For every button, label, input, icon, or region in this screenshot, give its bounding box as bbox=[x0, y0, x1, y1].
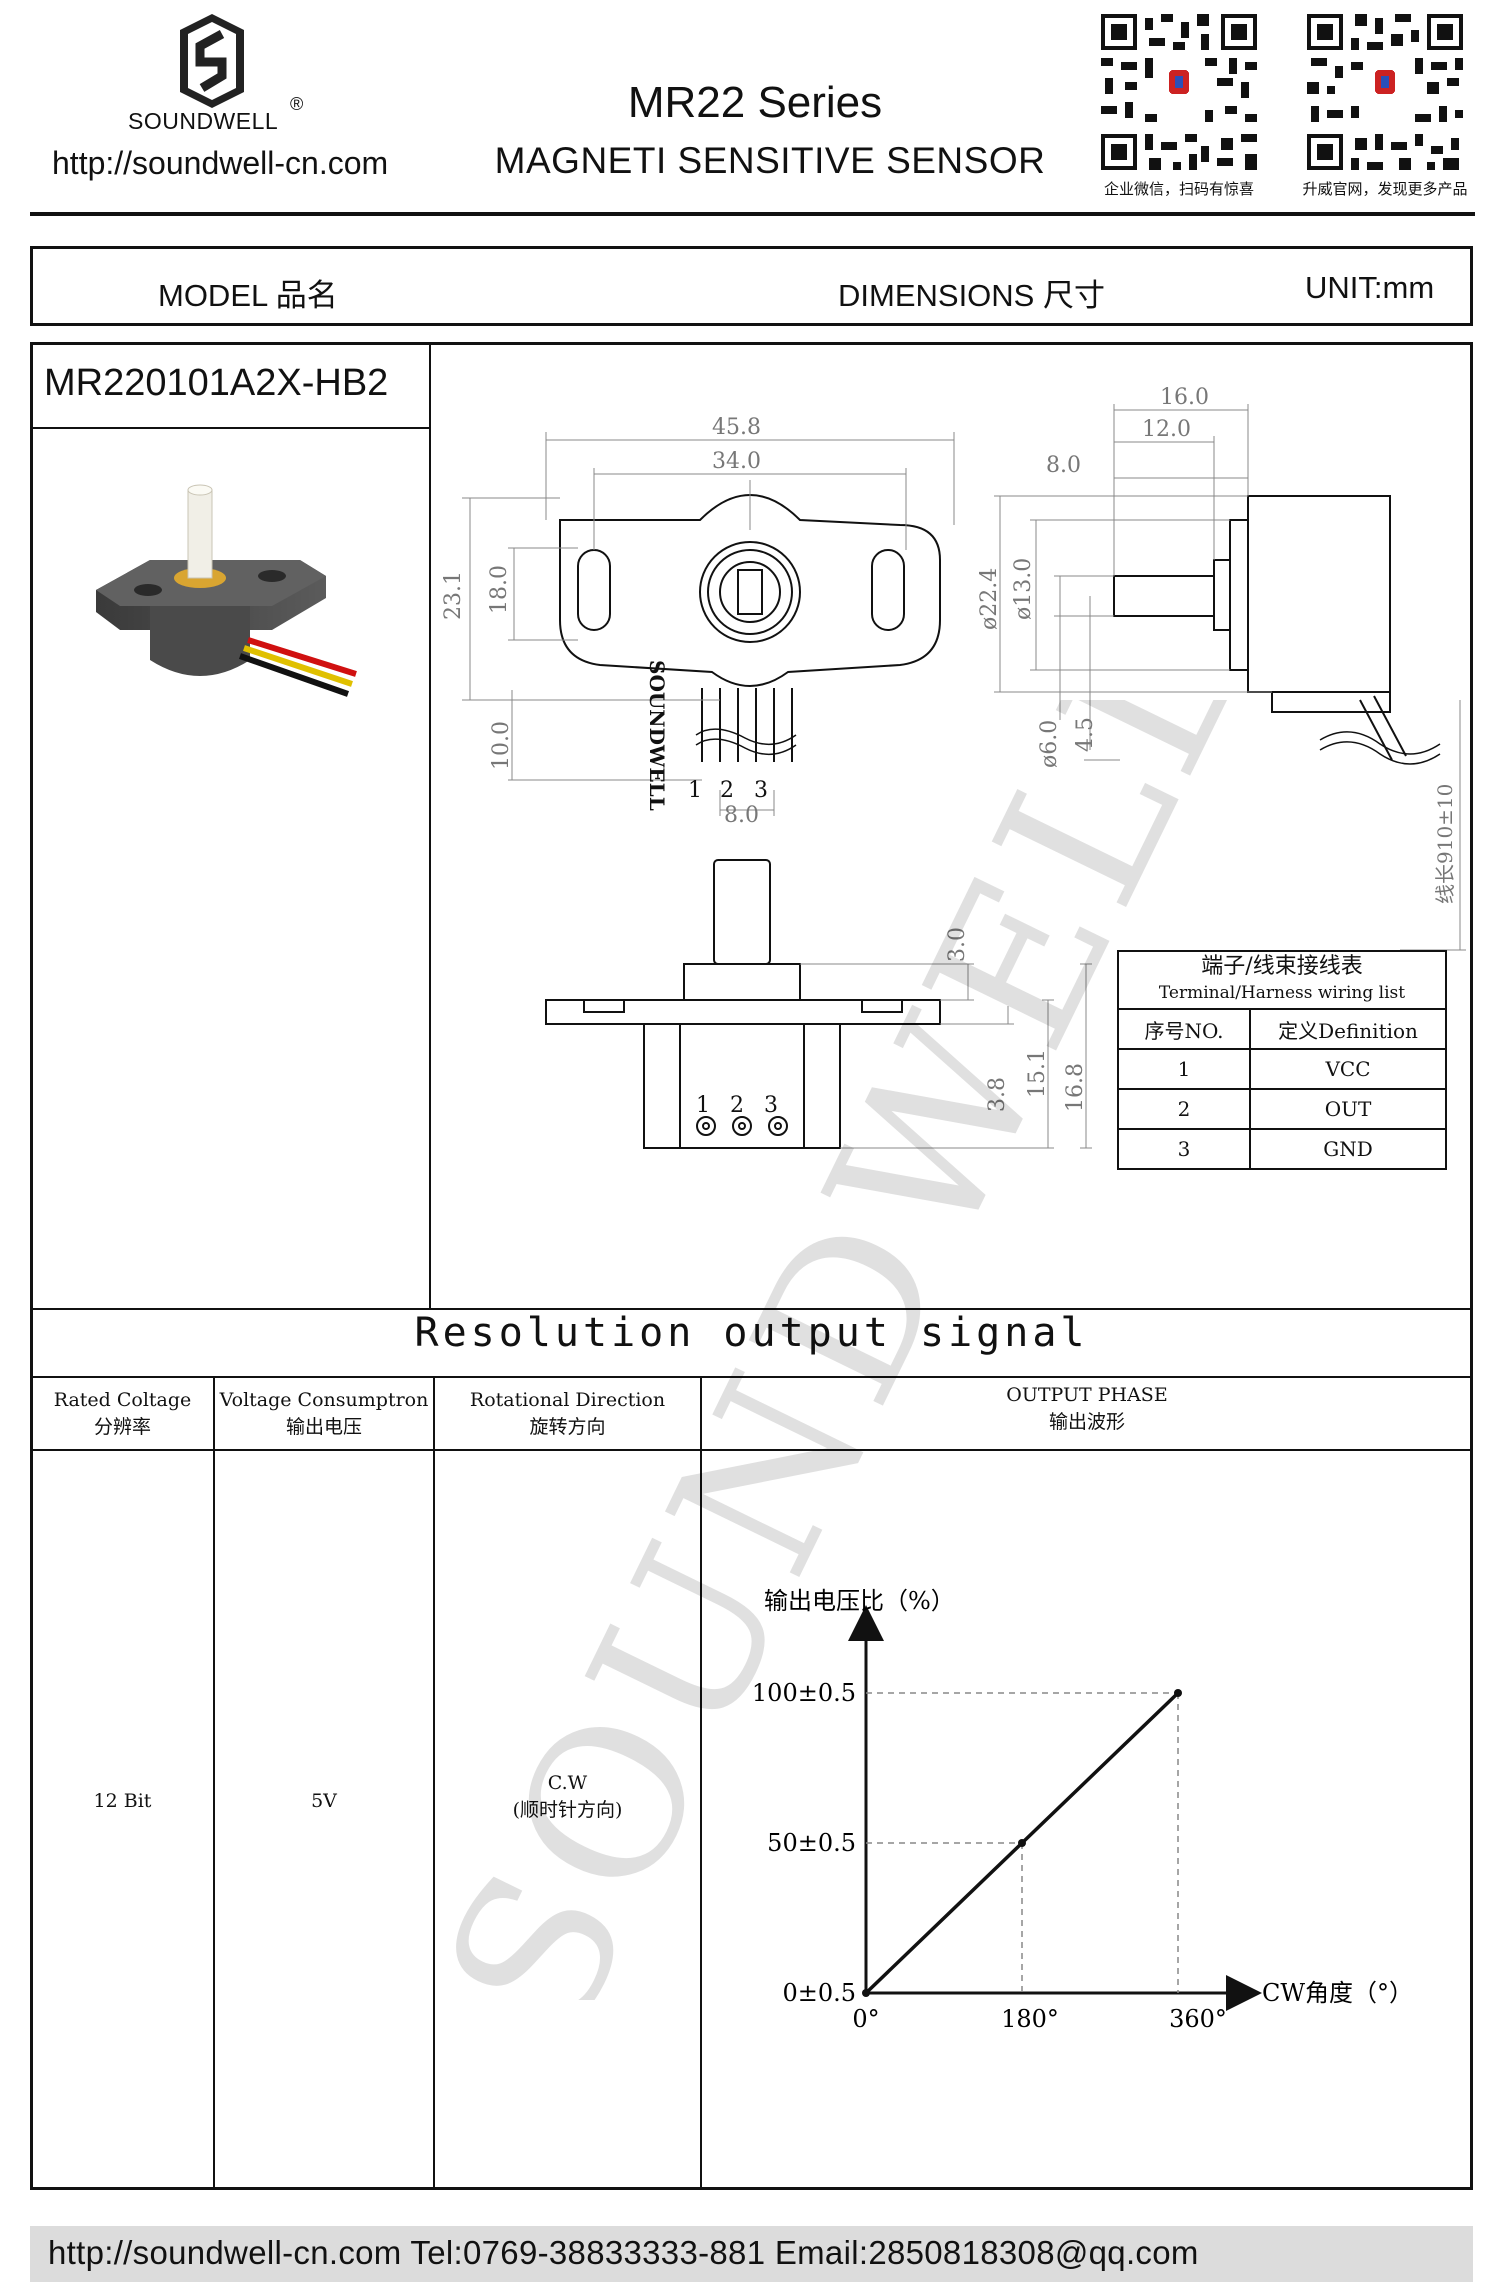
series-title: MR22 Series bbox=[627, 78, 883, 127]
svg-text:10.0: 10.0 bbox=[489, 721, 514, 770]
data-point bbox=[862, 1989, 870, 1997]
svg-text:线长910±10: 线长910±10 bbox=[1433, 784, 1457, 904]
y-tick-label: 0±0.5 bbox=[782, 1979, 856, 2007]
soundwell-logo-icon bbox=[180, 14, 244, 108]
wiring-col-no: 序号NO. bbox=[1117, 1008, 1251, 1050]
svg-text:23.1: 23.1 bbox=[441, 571, 466, 620]
svg-text:8.0: 8.0 bbox=[724, 803, 759, 828]
x-tick-label: 180° bbox=[1001, 2005, 1059, 2033]
x-tick-label: 0° bbox=[852, 2005, 879, 2033]
y-tick-label: 50±0.5 bbox=[767, 1829, 856, 1857]
qr-caption-website: 升威官网，发现更多产品 bbox=[1302, 181, 1468, 198]
model-name-underline bbox=[30, 427, 430, 429]
side-view bbox=[1113, 495, 1441, 765]
value-voltage: 5V bbox=[311, 1790, 337, 1812]
data-point bbox=[1174, 1689, 1182, 1697]
drawing-section-bottom bbox=[30, 1308, 1473, 1310]
svg-text:45.8: 45.8 bbox=[712, 415, 761, 440]
svg-text:4.5: 4.5 bbox=[1073, 717, 1098, 752]
svg-text:ø13.0: ø13.0 bbox=[1011, 558, 1036, 620]
y-axis-label: 输出电压比（%） bbox=[764, 1587, 955, 1615]
svg-text:34.0: 34.0 bbox=[712, 449, 761, 474]
qr-caption-wechat: 企业微信，扫码有惊喜 bbox=[1103, 181, 1254, 198]
qr-code-wechat-icon[interactable] bbox=[1097, 10, 1261, 174]
svg-text:SOUNDWELL: SOUNDWELL bbox=[420, 700, 1293, 2000]
series-subtitle: MAGNETI SENSITIVE SENSOR bbox=[494, 140, 1046, 181]
front-view bbox=[545, 859, 941, 1149]
dimensions-label: DIMENSIONS 尺寸 bbox=[838, 278, 1105, 313]
model-name: MR220101A2X-HB2 bbox=[44, 362, 389, 404]
svg-text:12.0: 12.0 bbox=[1142, 417, 1191, 442]
svg-text:ø22.4: ø22.4 bbox=[977, 568, 1002, 630]
wiring-col-def: 定义Definition bbox=[1249, 1008, 1447, 1050]
svg-text:16.0: 16.0 bbox=[1160, 385, 1209, 410]
col-divider-3 bbox=[700, 1376, 702, 2188]
left-column-divider bbox=[429, 342, 431, 1310]
svg-text:SOUNDWELL: SOUNDWELL bbox=[645, 660, 669, 811]
svg-text:3: 3 bbox=[764, 1093, 778, 1118]
side-view-dims: 16.0 12.0 8.0 ø22.4 ø13.0 ø6.0 4.5 线长910… bbox=[977, 385, 1457, 904]
svg-text:15.1: 15.1 bbox=[1025, 1049, 1050, 1098]
y-tick-label: 100±0.5 bbox=[752, 1679, 856, 1707]
svg-text:16.8: 16.8 bbox=[1063, 1063, 1088, 1112]
model-label: MODEL 品名 bbox=[158, 278, 338, 313]
svg-text:8.0: 8.0 bbox=[1046, 453, 1081, 478]
front-view-dims: 3.0 3.8 15.1 16.8 bbox=[945, 927, 1088, 1112]
header-url-link[interactable]: http://soundwell-cn.com bbox=[52, 145, 389, 181]
svg-text:3: 3 bbox=[754, 778, 768, 803]
spec-frame bbox=[30, 342, 1473, 2190]
output-phase-chart: 输出电压比（%） CW角度（°） 0±0.5 50±0.5 100±0.5 0° 18… bbox=[752, 1587, 1413, 2033]
resolution-title: Resolution output signal bbox=[414, 1310, 1089, 1356]
model-bar bbox=[30, 246, 1473, 326]
top-view-flange bbox=[559, 494, 941, 687]
svg-text:3.0: 3.0 bbox=[945, 927, 970, 962]
resolution-title-bottom bbox=[30, 1376, 1473, 1378]
x-axis-label: CW角度（°） bbox=[1262, 1979, 1413, 2007]
header-divider bbox=[30, 212, 1475, 216]
data-point bbox=[1018, 1839, 1026, 1847]
brand-name: SOUNDWELL bbox=[128, 108, 279, 134]
qr-code-website-icon[interactable] bbox=[1303, 10, 1467, 174]
svg-text:1: 1 bbox=[696, 1093, 710, 1118]
col-divider-2 bbox=[433, 1376, 435, 2188]
svg-text:3.8: 3.8 bbox=[985, 1077, 1010, 1112]
soundwell-watermark: SOUNDWELL bbox=[420, 700, 1293, 2000]
col-divider-1 bbox=[213, 1376, 215, 2188]
value-resolution: 12 Bit bbox=[93, 1790, 152, 1812]
unit-label: UNIT:mm bbox=[1305, 270, 1435, 305]
footer-bar bbox=[30, 2226, 1473, 2282]
x-tick-label: 360° bbox=[1169, 2005, 1227, 2033]
svg-text:18.0: 18.0 bbox=[487, 565, 512, 614]
dimension-drawing: 45.8 34.0 23.1 18.0 10.0 8.0 1 2 3 SOUND… bbox=[441, 385, 1466, 1149]
svg-text:2: 2 bbox=[730, 1093, 744, 1118]
registered-mark: ® bbox=[290, 94, 304, 114]
value-direction: C.W(顺时针方向) bbox=[512, 1772, 623, 1821]
resolution-header-bottom bbox=[30, 1449, 1473, 1451]
footer-contact: http://soundwell-cn.com Tel:0769-3883333… bbox=[48, 2234, 1199, 2271]
svg-text:ø6.0: ø6.0 bbox=[1037, 720, 1062, 768]
top-view-dims: 45.8 34.0 23.1 18.0 10.0 8.0 1 2 3 SOUND… bbox=[441, 415, 768, 828]
product-photo bbox=[96, 484, 357, 697]
svg-text:2: 2 bbox=[720, 778, 734, 803]
svg-text:1: 1 bbox=[688, 778, 702, 803]
